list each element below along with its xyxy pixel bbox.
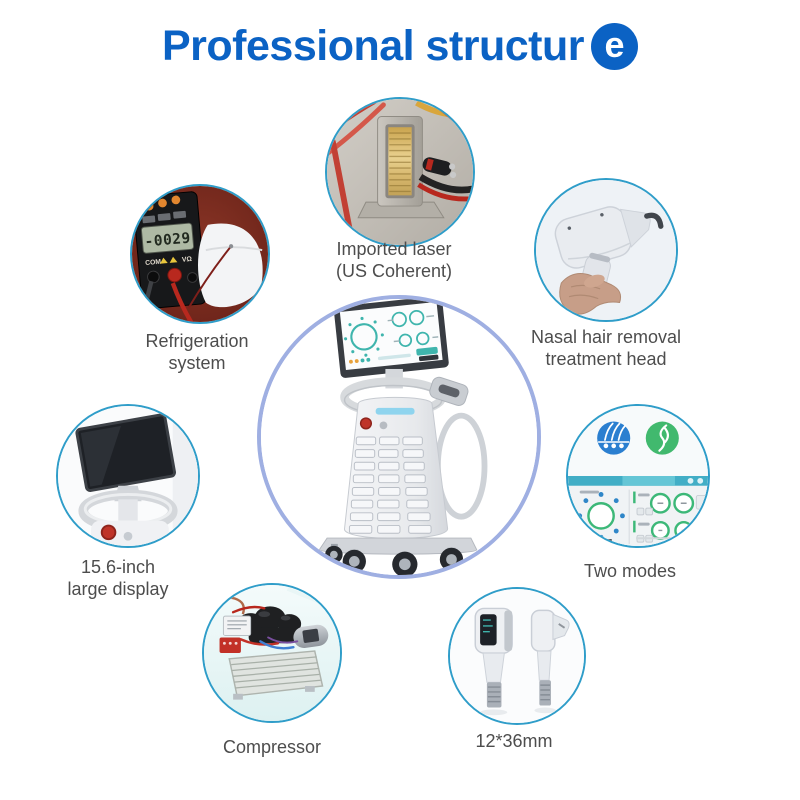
multimeter-lcd	[140, 222, 195, 254]
label-refrigeration-line2: system	[168, 353, 226, 373]
page-title: Professional structur e	[0, 22, 800, 71]
machine-illustration	[261, 299, 537, 575]
ui-dial	[587, 502, 615, 530]
sensor-dot	[228, 244, 234, 249]
photo-refrigeration-system: -0029 COM VΩ	[130, 184, 270, 324]
handpiece-screen	[480, 614, 497, 646]
multimeter-reading: -0029	[144, 230, 192, 251]
label-nasal-line2: treatment head	[545, 349, 667, 369]
label-refrigeration: Refrigeration system	[97, 330, 297, 374]
body-mode-icon	[645, 421, 679, 455]
multimeter-com-label: COM	[145, 259, 162, 267]
label-imported-laser: Imported laser (US Coherent)	[284, 238, 504, 282]
radiator	[228, 650, 324, 700]
capacitor	[293, 624, 329, 648]
handpiece-side-view	[530, 609, 570, 714]
emergency-stop-button	[359, 417, 373, 430]
photo-two-modes	[566, 404, 710, 548]
label-imported-laser-line1: Imported laser	[336, 239, 452, 259]
red-terminal-block	[219, 637, 241, 653]
emergency-stop-button	[100, 524, 117, 541]
photo-large-display	[56, 404, 200, 548]
label-two-modes: Two modes	[530, 560, 730, 582]
ui-panel	[568, 476, 708, 546]
multimeter-buttons	[142, 210, 187, 224]
label-display: 15.6-inch large display	[18, 556, 218, 600]
page-title-text: Professional structur	[162, 22, 585, 70]
label-display-line1: 15.6-inch	[80, 557, 156, 577]
ui-gauges-top	[636, 492, 695, 516]
status-light-strip	[375, 407, 415, 415]
hair-removal-mode-icon	[597, 421, 631, 455]
control-box	[222, 615, 252, 636]
screen-lines	[387, 315, 439, 343]
red-probe-cable	[170, 282, 194, 322]
nasal-tip	[644, 212, 664, 229]
white-plastic-part	[197, 223, 263, 308]
vent-slots	[348, 436, 432, 534]
photo-compressor	[202, 583, 342, 723]
laser-bar-stripes	[389, 132, 411, 193]
photo-imported-laser	[325, 97, 475, 247]
screen-bottom-row	[348, 346, 439, 364]
black-cable	[418, 173, 473, 194]
machine-screen	[333, 299, 449, 378]
title-e-badge: e	[591, 23, 638, 70]
label-display-line2: large display	[67, 579, 169, 599]
key-switch	[123, 531, 133, 541]
multimeter: -0029 COM VΩ	[132, 191, 207, 310]
display-illustration	[58, 406, 198, 546]
two-modes-illustration	[568, 406, 708, 546]
label-compressor: Compressor	[172, 736, 372, 758]
multimeter-vohm-label: VΩ	[182, 256, 193, 264]
wires	[231, 605, 299, 650]
label-handpiece-size: 12*36mm	[414, 730, 614, 752]
photo-main-machine	[257, 295, 541, 579]
label-two-modes-line1: Two modes	[583, 561, 677, 581]
ribbed-connector-left	[486, 682, 502, 708]
nasal-head-illustration	[536, 180, 676, 320]
background-panel	[172, 406, 198, 546]
photo-handpieces	[448, 587, 586, 725]
compressor-illustration	[204, 585, 340, 721]
imported-laser-illustration	[327, 99, 473, 245]
handpiece-holder	[429, 376, 469, 406]
label-nasal: Nasal hair removal treatment head	[486, 326, 726, 370]
handpiece-front-view	[474, 607, 513, 716]
nasal-handpiece	[554, 206, 664, 269]
terminal-pins	[222, 641, 238, 645]
handpieces-illustration	[450, 589, 584, 723]
connector-plug	[422, 157, 457, 179]
screen-dial-dots	[344, 316, 384, 357]
handpieces-photo-background	[450, 589, 584, 723]
refrigeration-illustration: -0029 COM VΩ	[132, 186, 268, 322]
plastic-seam	[205, 246, 263, 252]
label-compressor-line1: Compressor	[222, 737, 322, 757]
warning-triangles	[160, 256, 178, 264]
screen-dial	[350, 323, 378, 351]
label-nasal-line1: Nasal hair removal	[530, 327, 682, 347]
label-handpiece-size-line1: 12*36mm	[475, 731, 553, 751]
handle-post	[118, 499, 138, 521]
label-refrigeration-line1: Refrigeration	[145, 331, 249, 351]
caster-wheels	[325, 543, 464, 575]
thin-red-wire	[187, 245, 232, 309]
ribbed-connector-right	[539, 680, 551, 706]
display-screen	[75, 413, 177, 492]
label-imported-laser-line2: (US Coherent)	[335, 261, 453, 281]
photo-nasal-treatment-head	[534, 178, 678, 322]
key-switch	[379, 421, 388, 430]
screen-glyphs	[483, 619, 493, 633]
